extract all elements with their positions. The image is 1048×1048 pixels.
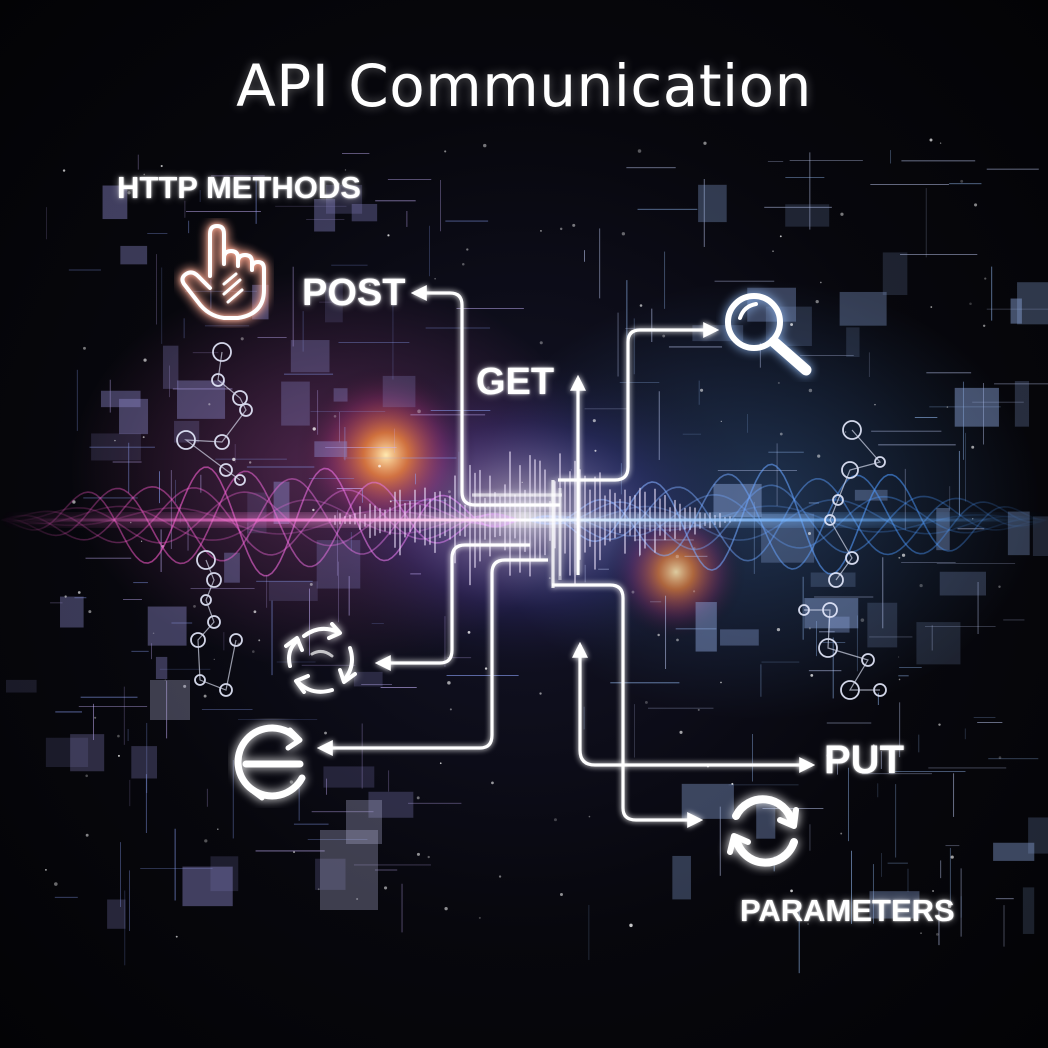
sync-circle-icon[interactable] — [714, 786, 814, 876]
magnifier-icon-graphic — [725, 293, 812, 376]
refresh-arrows-icon-graphic — [284, 622, 357, 694]
search-flow-line — [558, 322, 720, 482]
refresh-flow-line — [374, 543, 530, 671]
parameters-label: PARAMETERS — [740, 893, 955, 928]
minus-circle-icon[interactable] — [228, 718, 318, 808]
post-label: POST — [302, 272, 406, 314]
magnifier-icon[interactable] — [716, 282, 820, 382]
node-network-layer — [176, 342, 887, 700]
waveform-layer — [0, 451, 1048, 587]
minus-circle-icon-graphic — [234, 724, 306, 801]
parameters-flow-line — [552, 583, 704, 828]
remove-flow-line — [316, 558, 548, 756]
post-flow-line — [410, 285, 560, 507]
put-label: PUT — [824, 738, 904, 782]
put-flow-line — [578, 645, 816, 773]
flow-lines — [316, 285, 816, 828]
ambient-glow-layer — [70, 270, 1040, 720]
pointing-hand-icon-graphic — [180, 224, 266, 320]
get-label: GET — [476, 361, 555, 403]
page-title: API Communication — [236, 52, 812, 120]
refresh-arrows-icon[interactable] — [276, 614, 372, 702]
sync-circle-icon-graphic — [727, 795, 799, 867]
http-methods-label: HTTP METHODS — [117, 170, 361, 205]
pointing-hand-icon[interactable] — [174, 218, 274, 328]
